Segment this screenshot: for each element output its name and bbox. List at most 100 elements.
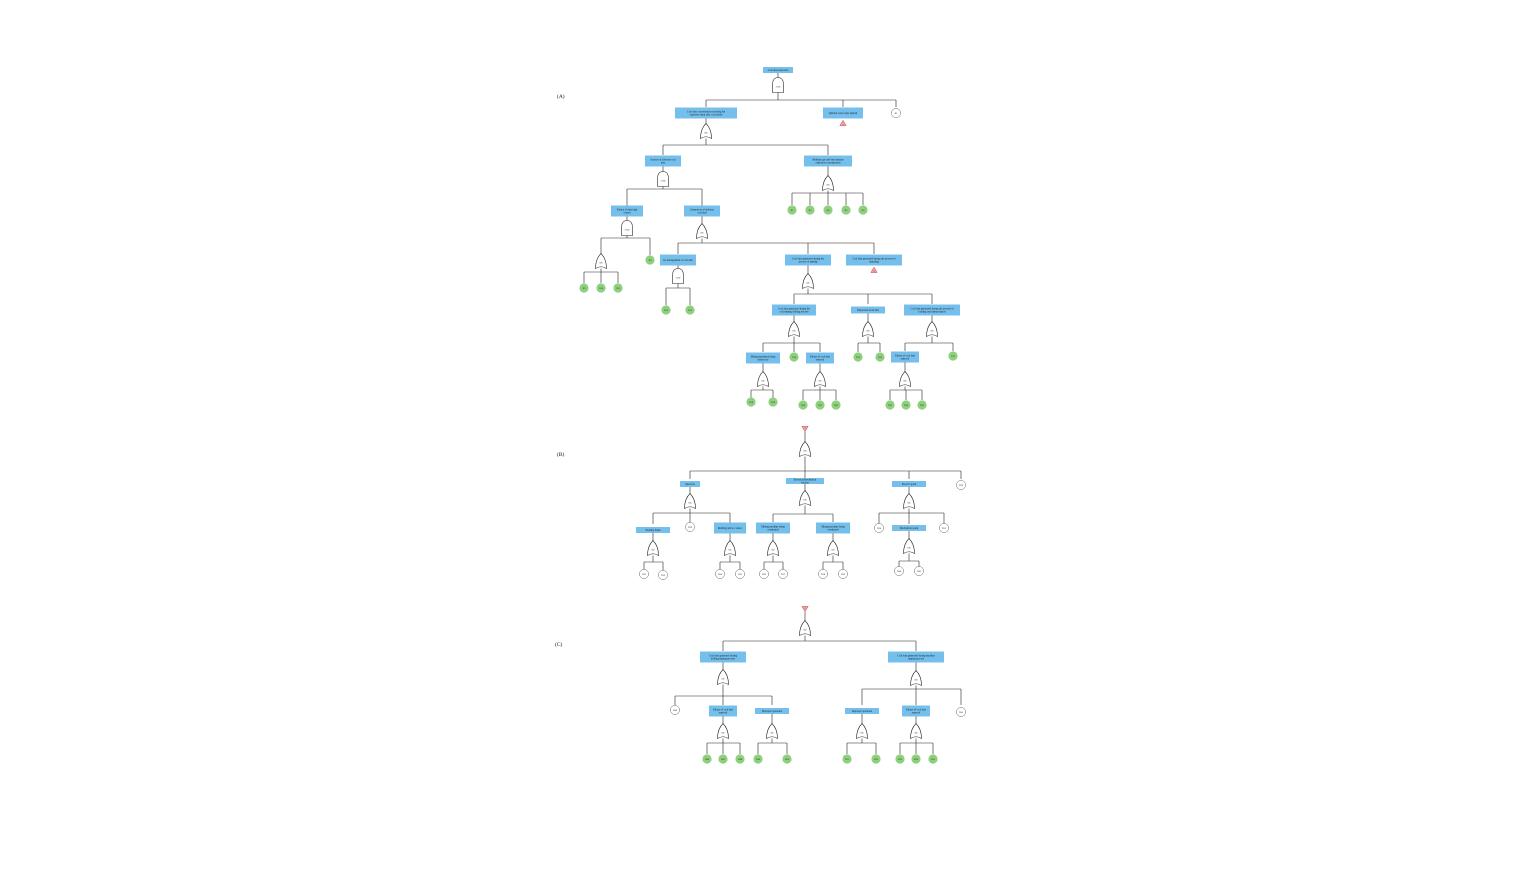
event-a1: Coal dust concentration reaching theexpl…: [675, 107, 737, 119]
event-a3-text: dust: [661, 161, 666, 164]
gate-a5: AND: [621, 220, 633, 236]
basic-z2-circle: [956, 707, 966, 717]
basic-y13: X40: [894, 566, 904, 576]
basic-z7-circle: [782, 754, 792, 764]
basic-x9-circle: [579, 283, 589, 293]
basic-x23-id: X23: [888, 404, 893, 407]
gate-b2-shape: [799, 490, 811, 507]
event-c1-box: [700, 651, 746, 663]
basic-x13: X13: [685, 305, 695, 315]
gate-c6-label: OR: [914, 733, 918, 735]
basic-z6-circle: [753, 754, 763, 764]
event-c5-text: Improper operation: [852, 710, 873, 713]
basic-y9-circle: [759, 569, 769, 579]
gate-b5: OR: [724, 540, 736, 557]
event-a10-text: Coal dust generated during the: [778, 307, 811, 310]
gate-top: AND: [772, 77, 784, 93]
event-a12-text: loading and transportation: [918, 310, 946, 313]
gate-a3-label: AND: [661, 180, 666, 183]
gate-a8-label: OR: [806, 283, 810, 285]
gate-a1-label: OR: [704, 133, 708, 135]
basic-x17: X17: [948, 351, 958, 361]
basic-x24: X24: [901, 400, 911, 410]
event-a2: Ignition source gets ignited: [823, 107, 863, 119]
basic-x6: X6: [858, 205, 868, 215]
event-b5-box: [714, 522, 746, 534]
basic-z1-circle: [670, 705, 680, 715]
event-a2-text: Ignition source gets ignited: [829, 112, 858, 115]
basic-y8-id: X35: [738, 573, 743, 576]
gate-top-shape: [772, 77, 784, 93]
basic-x2: X2: [787, 205, 797, 215]
basic-z12: X55: [928, 754, 938, 764]
basic-y5-id: X32: [642, 573, 647, 576]
gate-b4-label: OR: [651, 550, 655, 552]
basic-x22: X22: [831, 400, 841, 410]
gate-a6-shape: [696, 223, 708, 240]
basic-x20: X20: [798, 400, 808, 410]
basic-x3-id: X3: [809, 209, 813, 212]
gate-a11-shape: [862, 321, 874, 338]
basic-x13-id: X13: [688, 309, 693, 312]
event-b8-text: Mechanical spark: [900, 527, 919, 530]
gate-b7-shape: [827, 540, 839, 557]
transfer-a-2-shape: [870, 266, 878, 273]
basic-x16: X16: [875, 352, 885, 362]
basic-x21-circle: [815, 400, 825, 410]
basic-y2: X29: [685, 522, 695, 532]
gate-a14: OR: [814, 371, 826, 388]
basic-x10-circle: [596, 283, 606, 293]
basic-z9-circle: [871, 754, 881, 764]
transfer-b-1: 1: [801, 426, 809, 433]
gate-b3-label: OR: [907, 503, 911, 505]
basic-x2-circle: [787, 205, 797, 215]
gate-a8: OR: [802, 273, 814, 290]
basic-x4-id: X4: [827, 209, 831, 212]
basic-z9: X52: [871, 754, 881, 764]
basic-y4: X31: [939, 523, 949, 533]
gate-a11-label: OR: [866, 331, 870, 333]
gate-c2: OR: [910, 670, 922, 687]
event-a13-text: Mining machines being: [751, 355, 776, 358]
gate-b2-label: OR: [803, 500, 807, 502]
event-c1-text: drilling/ripping process: [711, 657, 735, 660]
gate-c1-shape: [717, 669, 729, 686]
basic-y1-id: X28: [959, 484, 964, 487]
gate-c4-shape: [766, 723, 778, 740]
basic-y14-id: X41: [917, 570, 922, 573]
basic-z2-id: X45: [959, 711, 964, 714]
event-c1-text: Coal dust generated during: [709, 654, 738, 657]
event-a5-text: Failure of dust high: [617, 208, 638, 211]
gate-a15: OR: [899, 371, 911, 388]
basic-x25-id: X25: [920, 404, 925, 407]
event-a10-text: coal mining drilling process: [779, 310, 808, 313]
basic-y6-id: X33: [661, 574, 666, 577]
gate-a12-label: OR: [930, 331, 934, 333]
basic-x14-id: X14: [792, 356, 797, 359]
gate-b1: OR: [684, 493, 696, 510]
event-b8: Mechanical spark: [892, 525, 926, 531]
basic-y7-id: X34: [718, 573, 723, 576]
event-b5-text: Rubbing and/or contact: [718, 527, 743, 530]
basic-z11-id: X54: [914, 758, 919, 761]
gate-c2-label: OR: [914, 680, 918, 682]
basic-y9-id: X36: [762, 573, 767, 576]
basic-z5-circle: [735, 754, 745, 764]
gate-b0: OR: [799, 441, 811, 458]
gate-a5-label: AND: [625, 229, 630, 232]
event-a2-box: [823, 107, 863, 119]
basic-x21: X21: [815, 400, 825, 410]
basic-x22-id: X22: [834, 404, 839, 407]
gate-a14-label: OR: [818, 381, 822, 383]
transfer-c-2-id: 2: [804, 608, 805, 610]
event-a9-box: [846, 254, 902, 266]
gate-a10: OR: [788, 321, 800, 338]
event-a4-text: explosion concentration: [816, 161, 842, 164]
basic-x16-circle: [875, 352, 885, 362]
transfer-a-1: 1: [839, 119, 847, 126]
event-c5-box: [845, 708, 879, 714]
basic-x1: X1: [891, 108, 901, 118]
